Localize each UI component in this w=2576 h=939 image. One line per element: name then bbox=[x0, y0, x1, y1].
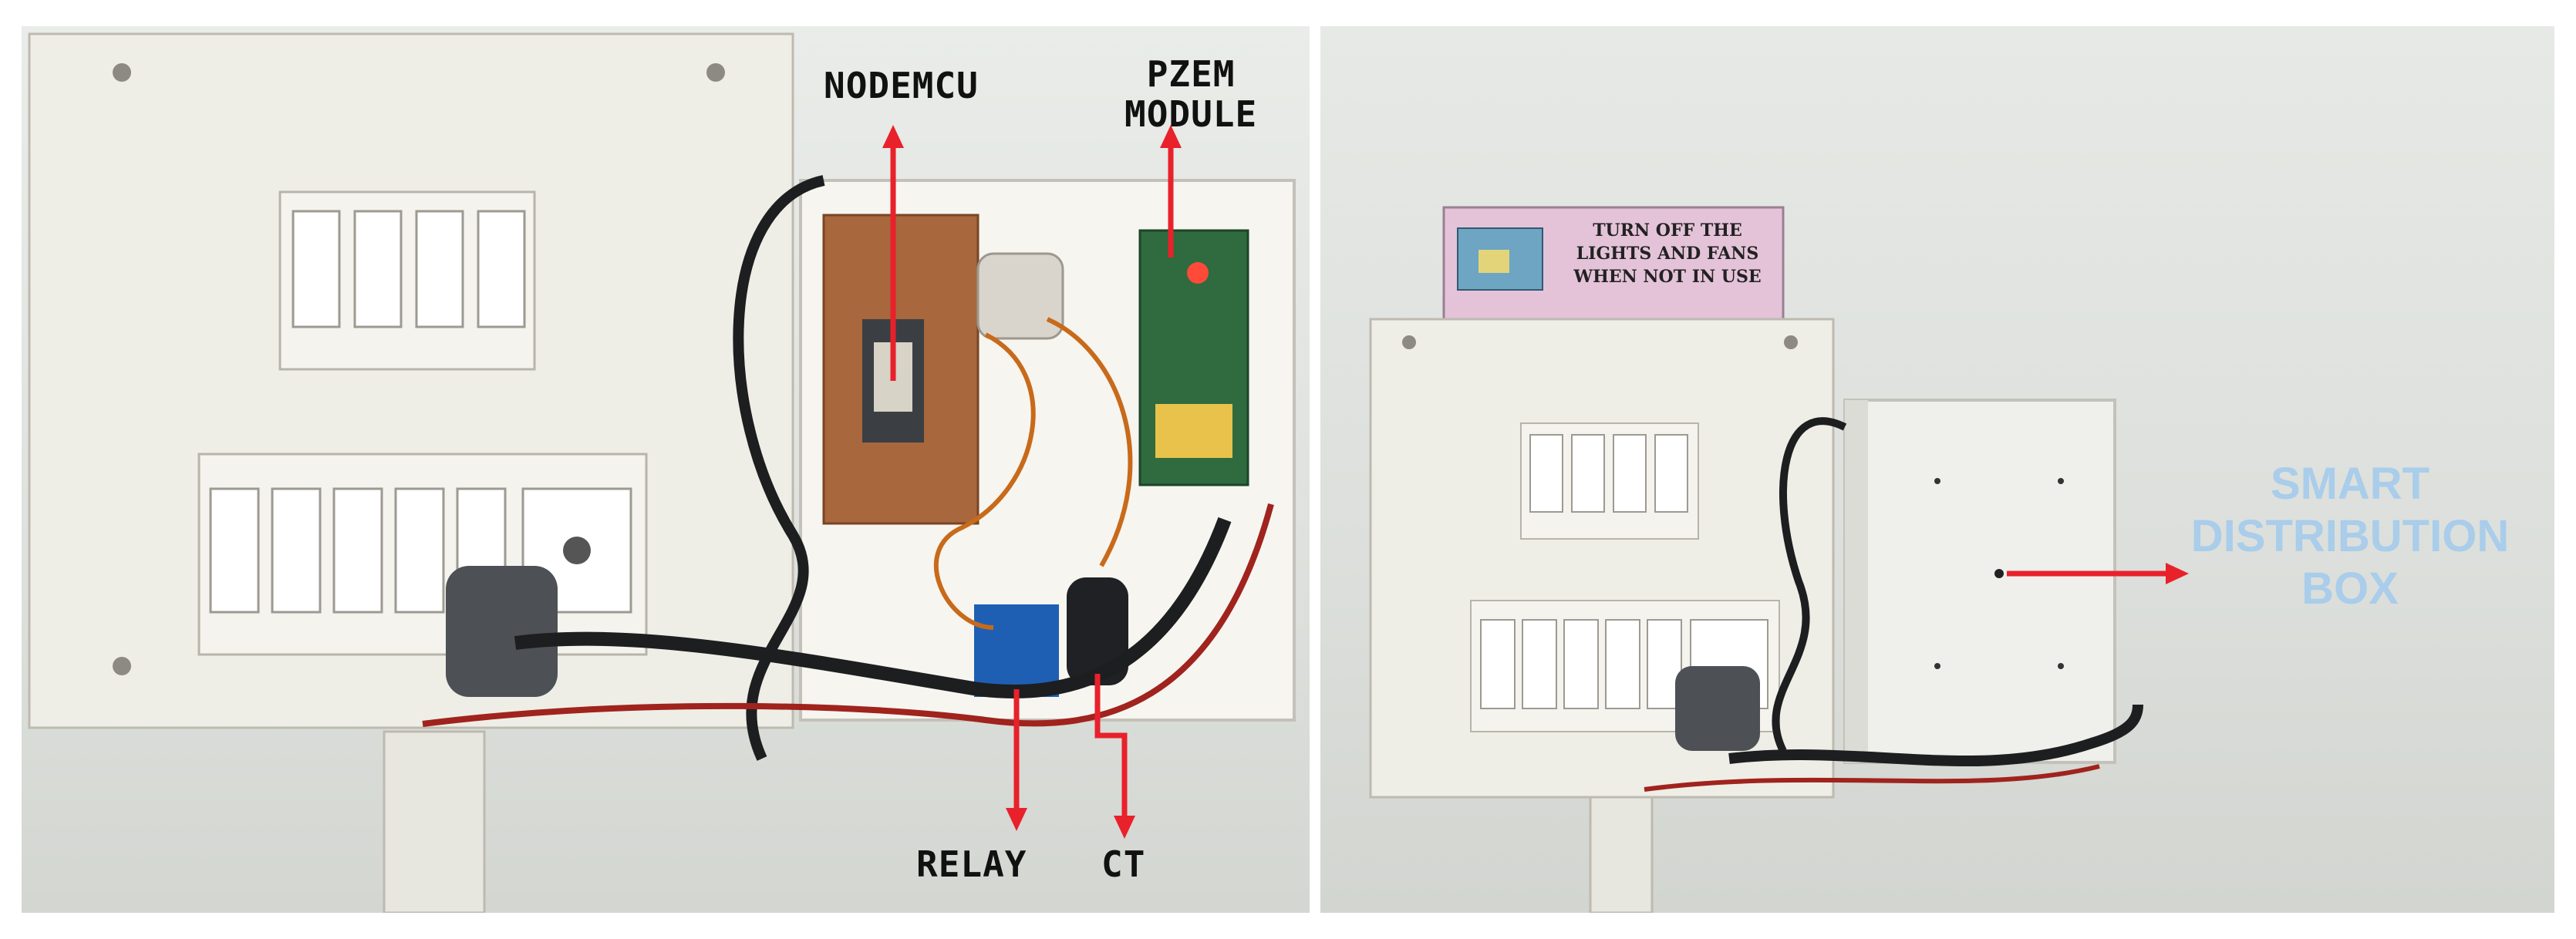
plug bbox=[446, 566, 558, 697]
switch bbox=[394, 487, 445, 614]
label-smart-distribution-box: SMART DISTRIBUTION BOX bbox=[2188, 458, 2512, 615]
sign-line1: TURN OFF THE bbox=[1593, 220, 1742, 241]
label-pzem-line1: PZEM bbox=[1146, 53, 1236, 95]
label-nodemcu: NODEMCU bbox=[824, 65, 979, 106]
black-cable bbox=[733, 175, 825, 761]
screw bbox=[1784, 335, 1798, 349]
screw bbox=[113, 657, 131, 675]
arrowhead-ct bbox=[1114, 816, 1135, 839]
arrowhead-nodemcu bbox=[882, 125, 904, 148]
label-pzem-line2: MODULE bbox=[1124, 93, 1258, 135]
sign-line2: LIGHTS AND FANS bbox=[1576, 244, 1759, 264]
terminal-block bbox=[976, 252, 1064, 340]
black-cable bbox=[1728, 704, 2143, 767]
red-cable bbox=[1644, 764, 2100, 792]
left-photo: NODEMCU PZEM MODULE RELAY CT bbox=[22, 26, 1310, 913]
black-cable bbox=[514, 517, 1232, 698]
sign-text: TURN OFF THE LIGHTS AND FANS WHEN NOT IN… bbox=[1552, 219, 1783, 288]
screw bbox=[113, 63, 131, 82]
plug bbox=[1675, 666, 1760, 751]
switch bbox=[353, 210, 403, 328]
arrowhead-relay bbox=[1006, 808, 1027, 831]
arrowhead-smart-box bbox=[2166, 563, 2189, 584]
orange-wire bbox=[934, 332, 1036, 630]
box-label-line1: SMART bbox=[2270, 459, 2430, 509]
right-photo: TURN OFF THE LIGHTS AND FANS WHEN NOT IN… bbox=[1320, 26, 2554, 913]
box-label-line2: DISTRIBUTION bbox=[2190, 511, 2510, 561]
orange-wire bbox=[1046, 317, 1133, 567]
box-label-line3: BOX bbox=[2301, 564, 2399, 614]
screw bbox=[1402, 335, 1416, 349]
arrow-ct bbox=[1094, 674, 1128, 820]
top-switch-row bbox=[278, 190, 536, 371]
switch bbox=[415, 210, 464, 328]
screw bbox=[706, 63, 725, 82]
relay-module bbox=[974, 604, 1059, 697]
wall-conduit bbox=[383, 730, 486, 913]
arrowhead-pzem bbox=[1160, 125, 1182, 148]
top-switch-row bbox=[1520, 422, 1699, 540]
current-transformer bbox=[1067, 577, 1128, 685]
bottom-switch-row bbox=[197, 453, 648, 656]
smart-distribution-box bbox=[1843, 399, 2116, 764]
sign-line3: WHEN NOT IN USE bbox=[1573, 267, 1762, 287]
switch bbox=[477, 210, 526, 328]
switch bbox=[292, 210, 341, 328]
switch bbox=[209, 487, 260, 614]
wall-conduit bbox=[1589, 796, 1654, 913]
right-photo-scene bbox=[1369, 206, 2189, 913]
black-cable bbox=[1772, 417, 1847, 753]
switch bbox=[271, 487, 322, 614]
switch bbox=[332, 487, 383, 614]
red-cable bbox=[422, 503, 1274, 727]
label-pzem-module: PZEM MODULE bbox=[1124, 54, 1257, 134]
label-ct: CT bbox=[1101, 843, 1146, 885]
left-photo-scene bbox=[28, 32, 1296, 913]
label-relay: RELAY bbox=[916, 843, 1027, 885]
